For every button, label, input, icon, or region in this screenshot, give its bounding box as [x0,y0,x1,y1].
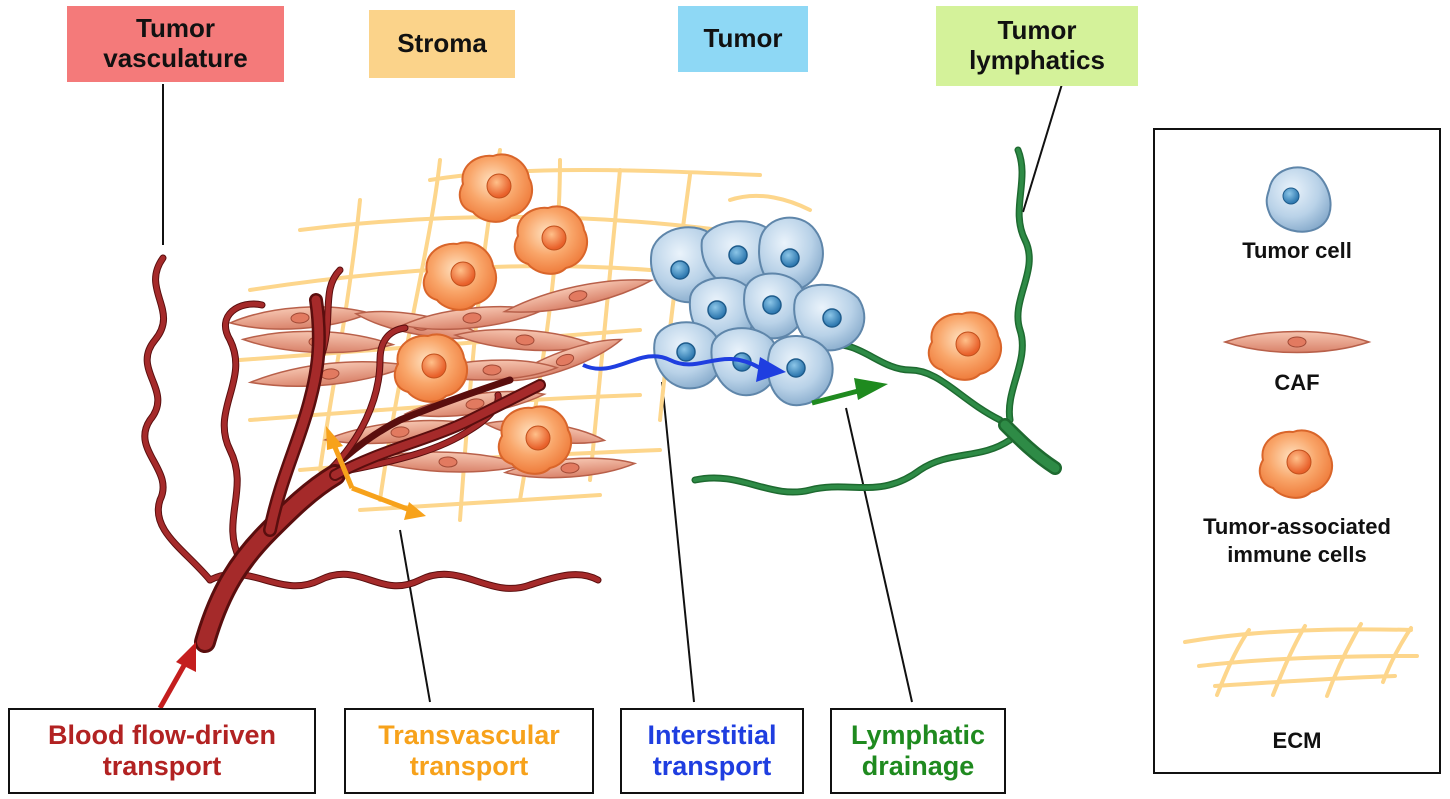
tumor-label: Tumor [678,6,808,72]
lymphatic-line2: drainage [861,751,975,781]
caf-icon [1222,330,1372,354]
transvascular-line1: Transvascular [378,719,560,750]
legend-graphics [1183,166,1419,698]
legend-caf-label: CAF [1274,370,1320,395]
transport-arrows [157,354,888,710]
legend-tumor-cell-label: Tumor cell [1242,238,1352,263]
tumor-lymphatics-line1: Tumor [997,15,1077,46]
stroma-label: Stroma [369,10,515,78]
tumor-vasculature-label: Tumor vasculature [67,6,284,82]
tumor-vasculature-line2: vasculature [103,43,248,73]
pointer-lines [162,83,1063,703]
lymphatic-vessels [691,146,1062,496]
blood-vessels [141,254,602,653]
legend-ecm-label: ECM [1272,728,1322,753]
tumor-cell-icon [1265,166,1332,233]
interstitial-pointer [661,381,695,703]
legend-immune-label-1: Tumor-associated [1203,514,1391,539]
lymphatics-pointer [1022,83,1063,213]
lymphatic-drainage-box: Lymphatic drainage [830,708,1006,794]
tumor-vasculature-line1: Tumor [136,13,215,44]
lymphatic-pointer [845,407,913,703]
transvascular-line2: transport [409,751,529,781]
tumor-lymphatics-label: Tumor lymphatics [936,6,1138,86]
tumor-lymphatics-line2: lymphatics [969,45,1105,75]
stroma-text: Stroma [397,28,487,59]
interstitial-line2: transport [652,751,772,781]
tumor-text: Tumor [703,23,783,54]
blood-flow-line1: Blood flow-driven [48,719,276,750]
lymphatic-line1: Lymphatic [850,719,986,750]
legend: Tumor cell CAF Tumor-associated immune c… [1153,128,1441,774]
transvascular-transport-box: Transvascular transport [344,708,594,794]
blood-flow-transport-box: Blood flow-driven transport [8,708,316,794]
interstitial-line1: Interstitial [647,719,777,750]
transvascular-pointer [399,529,431,703]
ecm-icon [1183,622,1419,698]
blood-flow-line2: transport [102,751,222,781]
interstitial-transport-box: Interstitial transport [620,708,804,794]
immune-cells [393,153,1003,475]
legend-immune-label-2: immune cells [1227,542,1367,567]
immune-cell-icon [1258,429,1334,499]
